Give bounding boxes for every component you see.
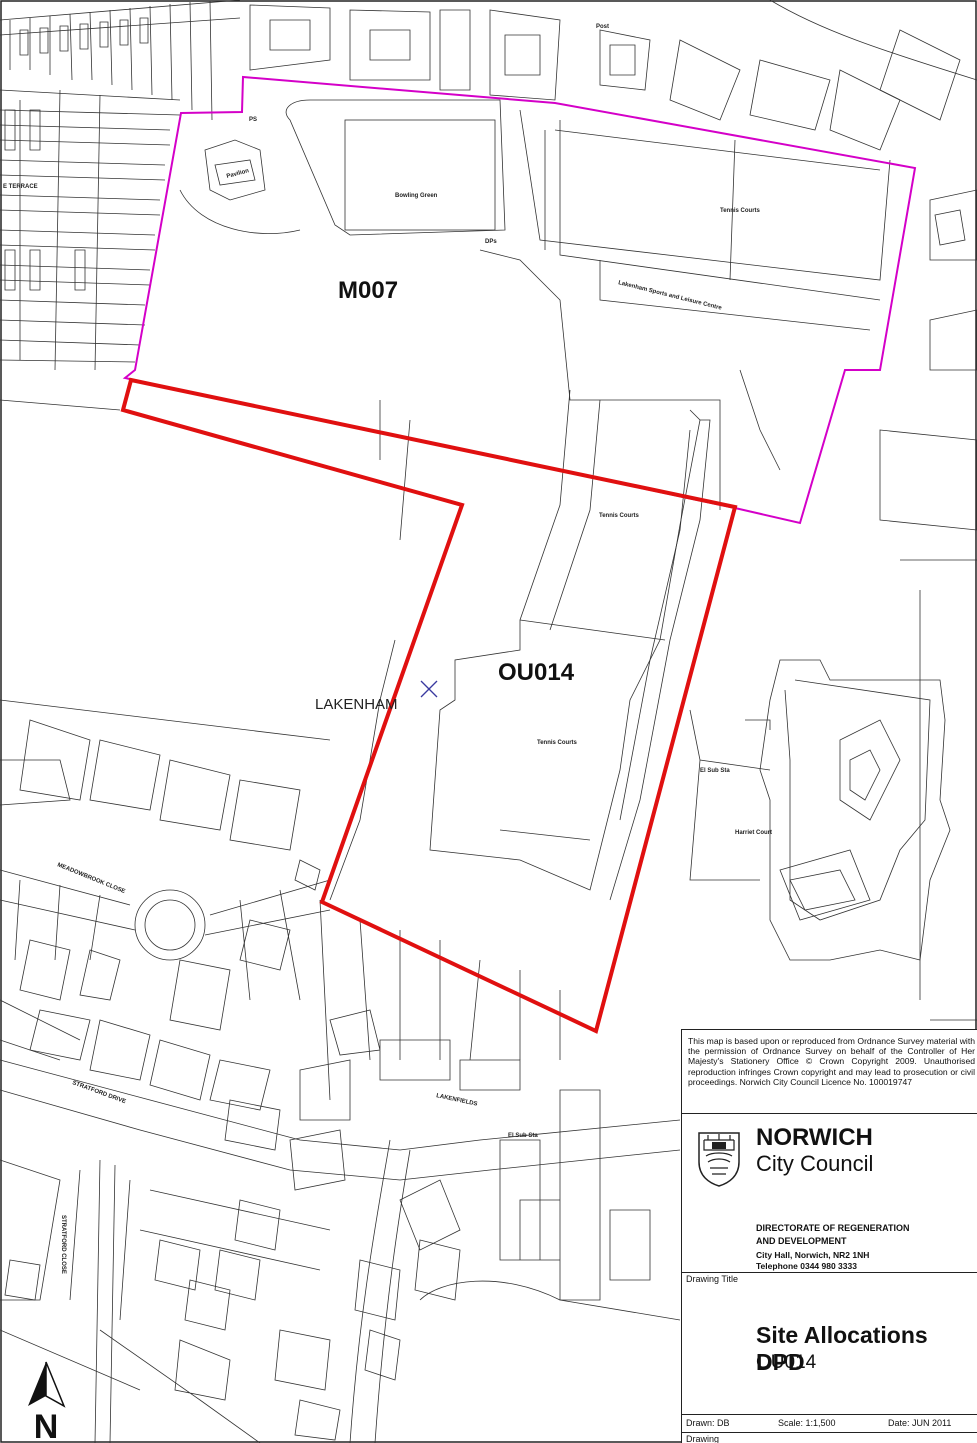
directorate-line-1: DIRECTORATE OF REGENERATION: [756, 1223, 910, 1233]
drawing-title-panel: Drawing Title Site Allocations DPD OU014: [682, 1272, 977, 1415]
label-harriet-court: Harriet Court: [735, 830, 772, 836]
street-stratford-drive: STRATFORD DRIVE: [71, 1080, 126, 1105]
address-line-2: Telephone 0344 980 3333: [756, 1260, 857, 1271]
label-tennis-courts-north: Tennis Courts: [720, 208, 761, 214]
drawing-number-label: Drawing No.: [686, 1434, 720, 1443]
drawing-title-main: Site Allocations DPD: [756, 1322, 928, 1375]
place-name-label: LAKENHAM: [315, 696, 398, 713]
site-boundary-m007[interactable]: [122, 75, 917, 525]
drawing-number-panel: Drawing No.: [682, 1432, 977, 1443]
label-pavilion: Pavilion: [226, 168, 250, 180]
label-dps: DPs: [485, 239, 497, 245]
houses-top: [249, 0, 977, 151]
label-post: Post: [596, 24, 609, 30]
street-close: STRATFORD CLOSE: [60, 1215, 66, 1274]
label-el-sub-sta-south: El Sub Sta: [508, 1133, 538, 1139]
label-tennis-courts-middle: Tennis Courts: [599, 513, 640, 519]
council-name: NORWICH: [756, 1124, 873, 1151]
southern-housing: [0, 399, 681, 1443]
site-boundary-ou014[interactable]: [120, 377, 738, 1034]
street-lakenfields: LAKENFIELDS: [436, 1093, 478, 1108]
drawing-title-label: Drawing Title: [686, 1274, 739, 1284]
label-el-sub-sta-east: El Sub Sta: [700, 768, 730, 774]
street-meadowbrook-close: MEADOWBROOK CLOSE: [56, 862, 126, 895]
directorate-line-2: AND DEVELOPMENT: [756, 1236, 847, 1246]
terrace-plots-left: [0, 89, 181, 371]
directorate: DIRECTORATE OF REGENERATION AND DEVELOPM…: [756, 1222, 910, 1248]
harriet-court: [689, 659, 951, 961]
address-line-1: City Hall, Norwich, NR2 1NH: [756, 1250, 870, 1260]
right-buildings: [879, 189, 977, 1021]
terrace-plots-top: [0, 0, 241, 121]
date: Date: JUN 2011: [888, 1418, 952, 1428]
north-arrow-icon: N: [28, 1361, 66, 1440]
m007-features: [179, 99, 891, 510]
council-panel: NORWICH City Council DIRECTORATE OF REGE…: [682, 1114, 977, 1273]
cross-marker-icon: [420, 680, 438, 698]
copyright-notice: This map is based upon or reproduced fro…: [682, 1030, 977, 1114]
site-label-ou014: OU014: [498, 659, 575, 686]
central-linework: [329, 389, 711, 901]
site-label-m007: M007: [338, 277, 398, 304]
label-bowling-green: Bowling Green: [395, 193, 438, 199]
drawn-by: Drawn: DB: [686, 1418, 730, 1428]
drawing-title-sub: OU014: [756, 1352, 817, 1373]
scale: Scale: 1:1,500: [778, 1418, 836, 1428]
council-address: City Hall, Norwich, NR2 1NH Telephone 03…: [756, 1250, 869, 1271]
label-ps: PS: [249, 117, 257, 123]
label-sports-centre: Lakenham Sports and Leisure Centre: [618, 280, 723, 312]
council-crest-icon: [698, 1132, 740, 1187]
council-subname: City Council: [756, 1151, 874, 1176]
label-tennis-courts-south: Tennis Courts: [537, 740, 578, 746]
drawing-info-row: Drawn: DB Scale: 1:1,500 Date: JUN 2011: [682, 1414, 977, 1433]
street-terrace: E TERRACE: [3, 184, 38, 190]
north-letter: N: [34, 1408, 59, 1440]
title-block: This map is based upon or reproduced fro…: [681, 1029, 977, 1443]
